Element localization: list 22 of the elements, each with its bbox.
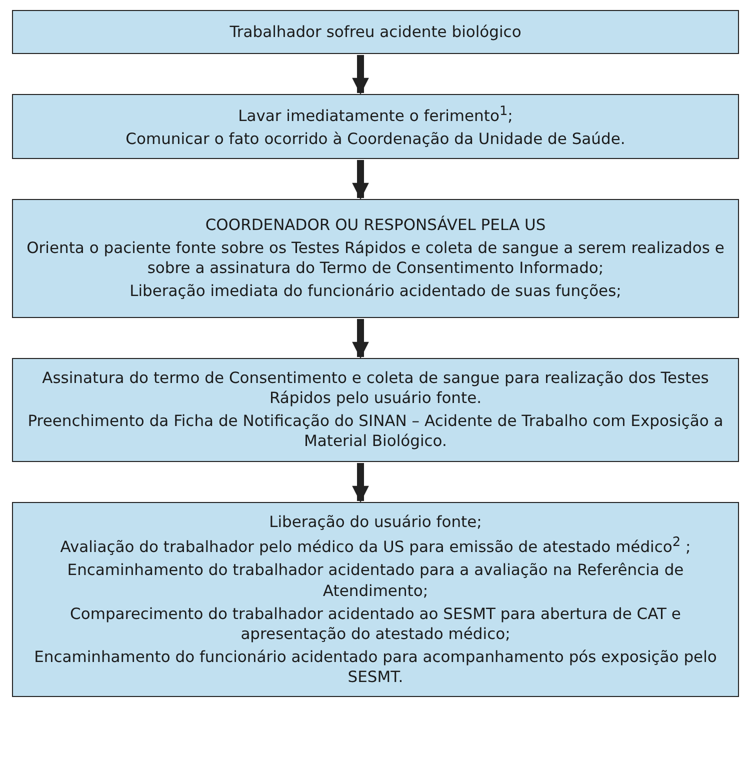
arrow — [352, 463, 369, 503]
step-text: Orienta o paciente fonte sobre os Testes Rápidos e coleta de sangue a serem realizados e sobre a assinatura do Termo de Consentimento Informado; — [26, 238, 726, 278]
step-text: Preenchimento da Ficha de Notificação do SINAN – Acidente de Trabalho com Exposição a Material Biológico. — [26, 411, 724, 452]
heading: COORDENADOR OU RESPONSÁVEL PELA US — [204, 215, 547, 236]
arrow — [352, 55, 369, 95]
step-text: Assinatura do termo de Consentimento e coleta de sangue para realização dos Testes Rápidos pelo usuário fonte. — [41, 368, 710, 408]
step-text: Trabalhador sofreu acidente biológico — [228, 22, 522, 42]
process-box — [12, 199, 739, 318]
process-box — [12, 10, 739, 54]
arrow — [352, 160, 369, 200]
step-text: Liberação imediata do funcionário acidentado de suas funções; — [128, 281, 622, 302]
step-text: Comunicar o fato ocorrido à Coordenação da Unidade de Saúde. — [124, 129, 626, 150]
process-box — [12, 358, 739, 462]
process-box — [12, 502, 739, 698]
step-text: Comparecimento do trabalhador acidentado ao SESMT para abertura de CAT e apresentação do atestado médico; — [69, 604, 682, 644]
step-text: Encaminhamento do funcionário acidentado para acompanhamento pós exposição pelo SESMT. — [33, 647, 718, 688]
step-text: Liberação do usuário fonte; — [268, 512, 483, 532]
arrow — [352, 319, 369, 359]
step-text: Encaminhamento do trabalhador acidentado para a avaliação na Referência de Atendimento; — [66, 560, 685, 601]
process-box — [12, 94, 739, 160]
step-text: Avaliação do trabalhador pelo médico da US para emissão de atestado médico$^{2}$ ; — [59, 535, 692, 558]
step-text: Lavar imediatamente o ferimento$^{1}$; — [237, 104, 514, 126]
